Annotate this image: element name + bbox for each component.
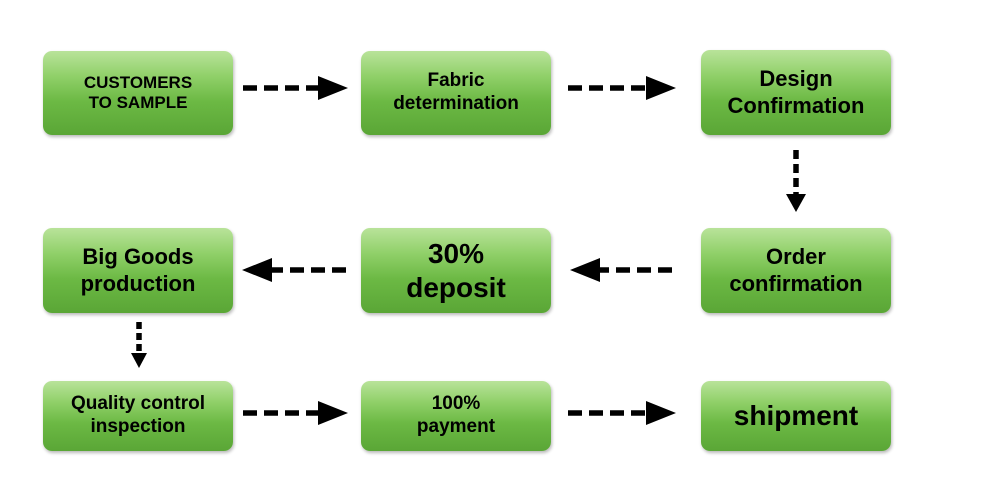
- step-label: 30% deposit: [406, 237, 506, 303]
- step-label: CUSTOMERS TO SAMPLE: [83, 72, 193, 112]
- step-label: Design Confirmation: [727, 66, 865, 118]
- step-label: Quality control inspection: [70, 393, 206, 437]
- arrowhead-right-2-3: [646, 76, 676, 100]
- arrowhead-right-8-9: [646, 401, 676, 425]
- step-label: Fabric determination: [393, 70, 519, 114]
- arrowhead-right-7-8: [318, 401, 348, 425]
- step-shipment: shipment: [701, 381, 891, 451]
- step-label: Big Goods production: [80, 244, 196, 296]
- step-customers-to-sample: CUSTOMERS TO SAMPLE: [43, 51, 233, 135]
- arrowhead-right-1-2: [318, 76, 348, 100]
- step-fabric-determination: Fabric determination: [361, 51, 551, 135]
- step-design-confirmation: Design Confirmation: [701, 50, 891, 135]
- step-label: 100% payment: [416, 393, 496, 437]
- step-label: Order confirmation: [729, 244, 863, 296]
- step-100-percent-payment: 100% payment: [361, 381, 551, 451]
- arrowhead-left-5-6: [242, 258, 272, 282]
- step-30-percent-deposit: 30% deposit: [361, 228, 551, 313]
- step-big-goods-production: Big Goods production: [43, 228, 233, 313]
- step-quality-control-inspection: Quality control inspection: [43, 381, 233, 451]
- arrowhead-down-6-7: [131, 353, 147, 368]
- step-label: shipment: [733, 400, 859, 432]
- step-order-confirmation: Order confirmation: [701, 228, 891, 313]
- arrowhead-down-3-4: [786, 194, 806, 212]
- arrowhead-left-4-5: [570, 258, 600, 282]
